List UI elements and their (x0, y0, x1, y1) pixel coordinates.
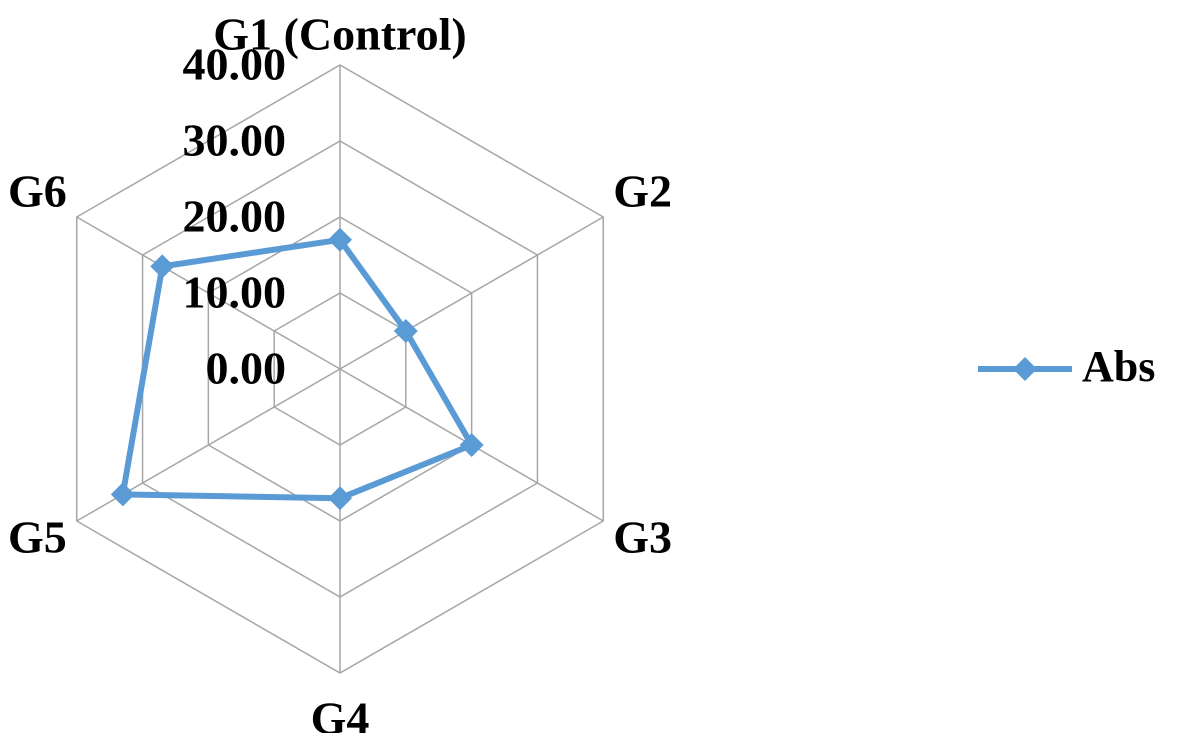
data-point-g5 (110, 482, 135, 507)
data-point-g4 (328, 486, 352, 511)
legend-label-abs: Abs (1082, 342, 1155, 391)
category-label-g1-control: G1 (Control) (213, 9, 466, 60)
data-point-g1-control (328, 227, 352, 252)
tick-label-0: 0.00 (206, 343, 287, 394)
category-label-g3: G3 (613, 512, 672, 563)
data-point-g2 (393, 319, 418, 343)
tick-label-layer: 0.00 10.00 20.00 30.00 40.00 (183, 39, 287, 394)
category-label-g4: G4 (311, 693, 370, 733)
tick-label-40: 40.00 (183, 39, 287, 90)
data-point-g6 (150, 254, 175, 279)
legend-marker-abs (1013, 357, 1037, 381)
tick-label-10: 10.00 (183, 267, 287, 318)
category-label-g2: G2 (613, 166, 672, 217)
tick-label-20: 20.00 (183, 191, 287, 242)
legend: Abs (978, 342, 1155, 391)
category-label-g6: G6 (8, 166, 67, 217)
category-label-g5: G5 (8, 512, 67, 563)
grid-spoke-2 (339, 216, 604, 370)
grid-layer (75, 64, 605, 674)
series-layer (110, 227, 484, 511)
grid-spoke-6 (76, 216, 341, 370)
tick-label-30: 30.00 (183, 115, 287, 166)
series-line-abs (119, 236, 475, 502)
data-point-g3 (459, 433, 484, 457)
